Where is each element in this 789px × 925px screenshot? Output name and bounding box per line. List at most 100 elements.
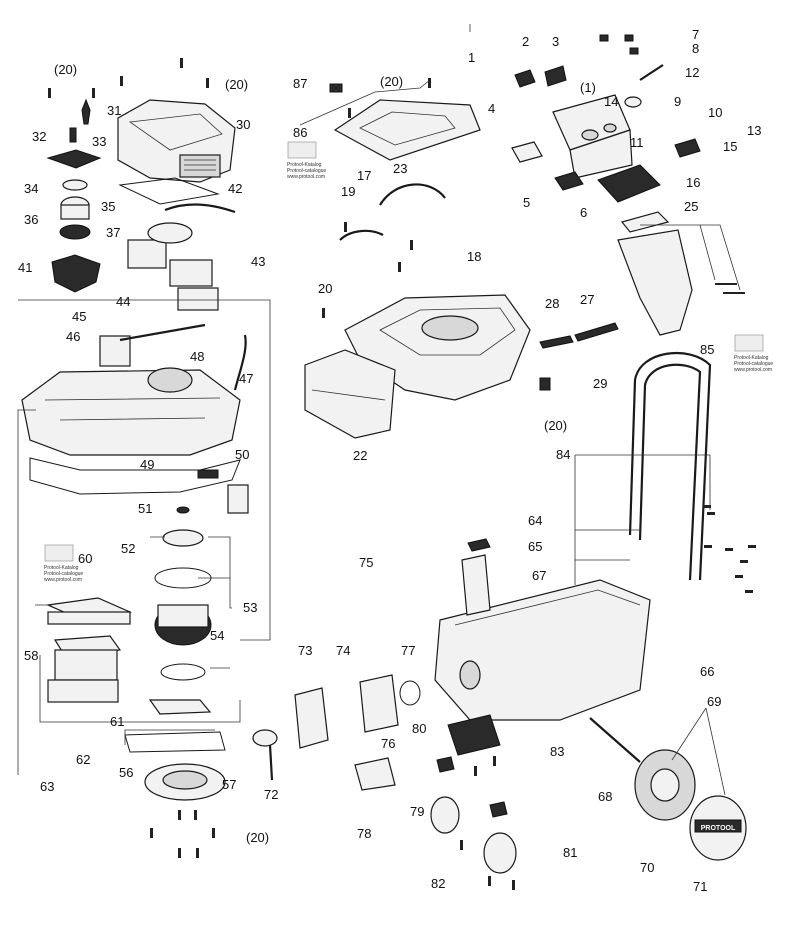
callout-17: 17 — [357, 168, 371, 183]
power-cord-27-28 — [539, 322, 619, 349]
callout-61: 61 — [110, 714, 124, 729]
svg-text:Protool-catalogue: Protool-catalogue — [734, 361, 773, 367]
callout-23: 23 — [393, 161, 407, 176]
callout-41: 41 — [18, 260, 32, 275]
wheel-69 — [634, 749, 696, 821]
handle-23 — [379, 183, 446, 206]
screws — [48, 58, 756, 890]
callout-22: 22 — [353, 448, 367, 463]
callout-20: (20) — [225, 77, 248, 92]
callout-28: 28 — [545, 296, 559, 311]
rod-17 — [339, 229, 384, 241]
callout-29: 29 — [593, 376, 607, 391]
callout-73: 73 — [298, 643, 312, 658]
bearing-stack-33-37 — [46, 149, 102, 293]
callout-20: (20) — [544, 418, 567, 433]
callout-37: 37 — [106, 225, 120, 240]
pcb-16 — [597, 164, 661, 203]
seal-51 — [176, 506, 190, 514]
callout-1: 1 — [468, 50, 475, 65]
callout-71: 71 — [693, 879, 707, 894]
hose-connector-73-78 — [294, 674, 421, 791]
clip-65 — [467, 538, 491, 552]
callout-20: (20) — [380, 74, 403, 89]
callout-68: 68 — [598, 789, 612, 804]
callout-34: 34 — [24, 181, 38, 196]
part-2 — [514, 69, 536, 88]
knob-9 — [624, 96, 642, 108]
callout-3: 3 — [552, 34, 559, 49]
callout-66: 66 — [700, 664, 714, 679]
callout-1b: (1) — [580, 80, 596, 95]
callout-7: 7 — [692, 27, 699, 42]
callout-50: 50 — [235, 447, 249, 462]
callout-51: 51 — [138, 501, 152, 516]
callout-72: 72 — [264, 787, 278, 802]
head-base-plate — [21, 335, 241, 456]
clip-87 — [329, 83, 343, 93]
callout-49: 49 — [140, 457, 154, 472]
callout-2: 2 — [522, 34, 529, 49]
bracket-67 — [461, 554, 491, 616]
callout-31: 31 — [107, 103, 121, 118]
svg-text:Protool-Katalog: Protool-Katalog — [734, 355, 769, 361]
callout-16: 16 — [686, 175, 700, 190]
callout-35: 35 — [101, 199, 115, 214]
foam-block-43 — [127, 222, 219, 311]
callout-42: 42 — [228, 181, 242, 196]
callout-20: (20) — [246, 830, 269, 845]
callout-14: 14 — [604, 94, 618, 109]
callout-13: 13 — [747, 123, 761, 138]
catalog-note-right: Protool-Katalog Protool-catalogue www.pr… — [734, 334, 773, 373]
part-15 — [674, 138, 701, 158]
callout-65: 65 — [528, 539, 542, 554]
callout-76: 76 — [381, 736, 395, 751]
callout-25: 25 — [684, 199, 698, 214]
callout-15: 15 — [723, 139, 737, 154]
callout-70: 70 — [640, 860, 654, 875]
callout-8: 8 — [692, 41, 699, 56]
callout-56: 56 — [119, 765, 133, 780]
callout-85: 85 — [700, 342, 714, 357]
callout-60: 60 — [78, 551, 92, 566]
callout-57: 57 — [222, 777, 236, 792]
catalog-note-left: Protool-Katalog Protool-catalogue www.pr… — [44, 544, 83, 583]
callout-labels: (20) (20) (20) 20 (20) (20) 1 (1) 2 3 4 … — [18, 27, 761, 894]
callout-52: 52 — [121, 541, 135, 556]
cable-47 — [233, 334, 247, 391]
callout-67: 67 — [532, 568, 546, 583]
part-3 — [544, 65, 567, 87]
axle-68 — [589, 717, 641, 763]
callout-27: 27 — [580, 292, 594, 307]
callout-53: 53 — [243, 600, 257, 615]
brand-badge: PROTOOL — [701, 825, 736, 832]
callout-5: 5 — [523, 195, 530, 210]
callout-75: 75 — [359, 555, 373, 570]
callout-80: 80 — [412, 721, 426, 736]
callout-12: 12 — [685, 65, 699, 80]
callout-45: 45 — [72, 309, 86, 324]
container-66 — [434, 579, 651, 721]
lid-frame-86 — [333, 99, 481, 161]
callout-18: 18 — [467, 249, 481, 264]
callout-9: 9 — [674, 94, 681, 109]
callout-47: 47 — [239, 371, 253, 386]
callout-43: 43 — [251, 254, 265, 269]
callout-19: 19 — [341, 184, 355, 199]
motor-head-cover — [117, 99, 236, 183]
callout-63: 63 — [40, 779, 54, 794]
callout-69: 69 — [707, 694, 721, 709]
front-panel-22 — [304, 349, 396, 439]
callout-77: 77 — [401, 643, 415, 658]
callout-74: 74 — [336, 643, 350, 658]
svg-text:Protool-catalogue: Protool-catalogue — [44, 571, 83, 577]
bar-12 — [639, 64, 664, 81]
svg-text:Protool-Katalog: Protool-Katalog — [287, 162, 322, 168]
callout-32: 32 — [32, 129, 46, 144]
callout-78: 78 — [357, 826, 371, 841]
switch-50 — [197, 469, 249, 514]
callout-83: 83 — [550, 744, 564, 759]
coupling-72 — [252, 729, 278, 781]
callout-81: 81 — [563, 845, 577, 860]
svg-text:www.protool.com: www.protool.com — [44, 577, 82, 583]
